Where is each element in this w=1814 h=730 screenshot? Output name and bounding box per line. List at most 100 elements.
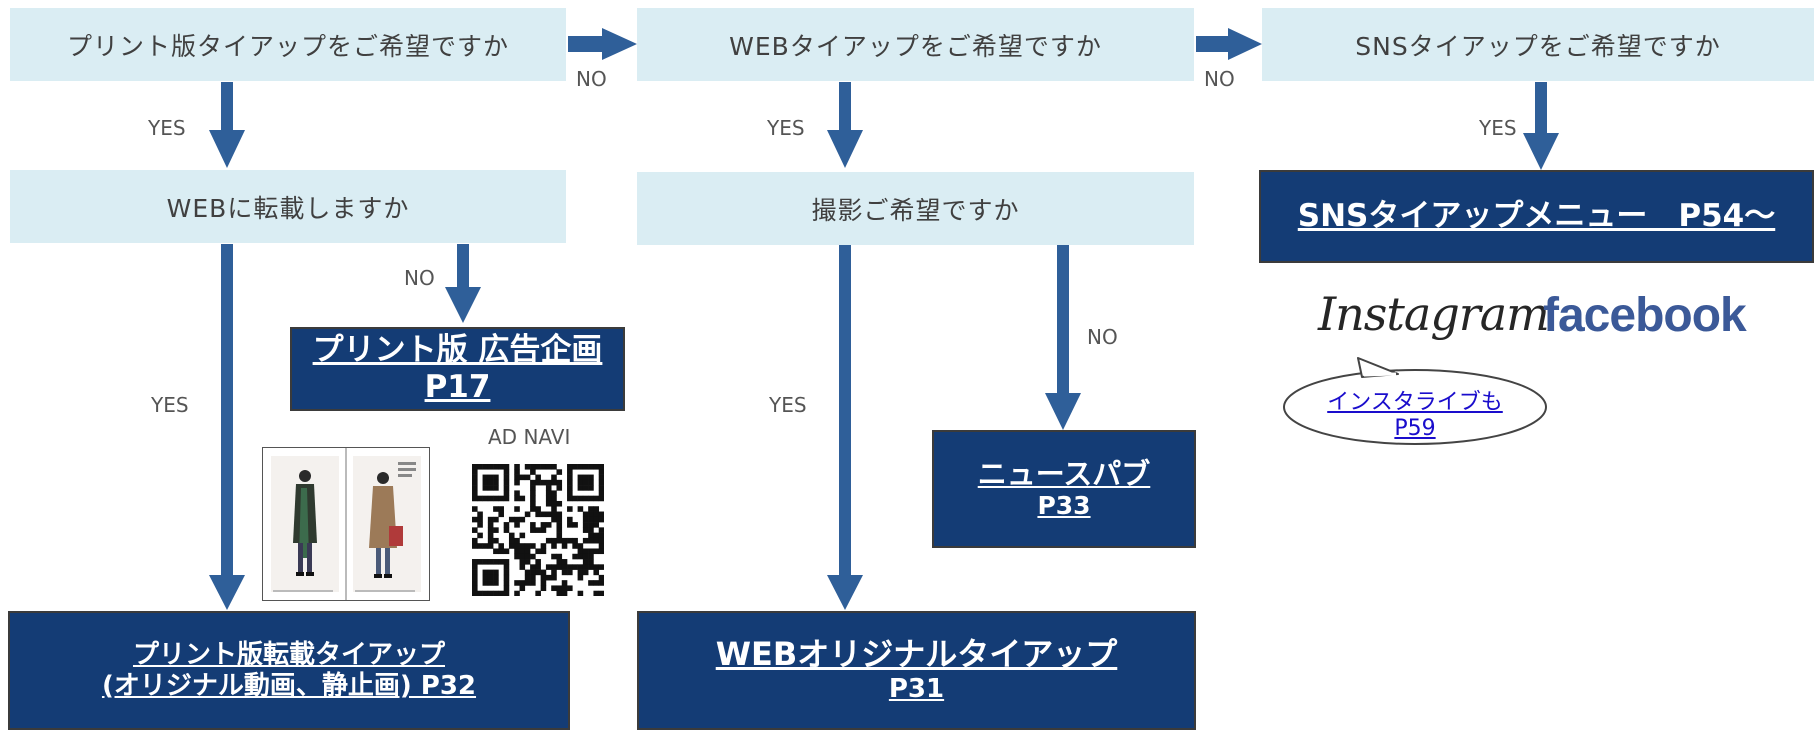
qr-module (556, 553, 563, 560)
qr-module (503, 548, 510, 555)
qr-module (540, 527, 547, 533)
qr-module (545, 564, 552, 570)
qr-module (503, 569, 510, 576)
qr-module (487, 474, 494, 481)
qr-module (514, 553, 520, 560)
qr-module (588, 474, 594, 481)
qr-module (472, 490, 478, 496)
qr-module (493, 559, 499, 565)
question-print: プリント版タイアップをご希望ですか (10, 8, 566, 81)
qr-module (561, 564, 568, 570)
qr-module (556, 527, 563, 533)
qr-module (535, 559, 541, 565)
qr-module (545, 485, 552, 491)
qr-module (472, 559, 478, 565)
qr-module (567, 585, 573, 592)
qr-module (472, 537, 478, 544)
qr-module (582, 527, 589, 533)
qr-module (540, 464, 547, 470)
label-yes-print: YES (148, 116, 186, 140)
qr-module (577, 506, 584, 512)
result-print-repost[interactable]: プリント版転載タイアップ (オリジナル動画、静止画) P32 (8, 611, 570, 730)
qr-module (493, 495, 499, 502)
result-sns-menu[interactable]: SNSタイアップメニュー P54〜 (1259, 170, 1814, 263)
qr-module (551, 495, 557, 502)
qr-module (598, 490, 604, 496)
qr-module (551, 585, 557, 592)
qr-module (556, 564, 563, 570)
qr-module (582, 479, 589, 486)
qr-module (508, 516, 515, 523)
qr-module (487, 537, 494, 544)
bubble-insta-live-link[interactable]: インスタライブも P59 (1295, 390, 1535, 443)
qr-module (493, 527, 499, 533)
qr-module (477, 559, 483, 565)
facebook-logo-text: facebook (1543, 289, 1747, 342)
qr-module (567, 469, 573, 475)
qr-module (514, 590, 520, 596)
qr-module (588, 553, 594, 560)
qr-module (567, 564, 573, 570)
qr-module (503, 527, 510, 533)
qr-module (593, 564, 600, 570)
qr-module (551, 564, 557, 570)
qr-module (472, 569, 478, 576)
qr-module (493, 464, 499, 470)
qr-module (493, 590, 499, 596)
qr-module (530, 485, 536, 491)
qr-module (493, 574, 499, 581)
qr-module (530, 553, 536, 560)
qr-module (556, 522, 563, 528)
qr-module (530, 479, 536, 486)
qr-module (503, 495, 510, 502)
qr-module (598, 479, 604, 486)
qr-module (472, 543, 478, 549)
result-print-ad[interactable]: プリント版 広告企画 P17 (290, 327, 625, 411)
qr-module (493, 506, 499, 512)
result-sns-menu-title: SNSタイアップメニュー P54〜 (1297, 198, 1776, 235)
qr-module (540, 511, 547, 518)
qr-module (503, 474, 510, 481)
question-shoot: 撮影ご希望ですか (637, 172, 1194, 245)
qr-module (588, 580, 594, 586)
qr-module (503, 479, 510, 486)
qr-module (556, 516, 563, 523)
qr-code-icon[interactable] (472, 464, 604, 596)
qr-module (482, 574, 489, 581)
qr-module (567, 537, 573, 544)
qr-module (535, 474, 541, 481)
qr-module (524, 511, 531, 518)
result-news-pub[interactable]: ニュースパブ P33 (932, 430, 1196, 548)
qr-module (524, 474, 531, 481)
qr-module (561, 580, 568, 586)
qr-module (598, 532, 604, 539)
qr-module (514, 516, 520, 523)
qr-module (577, 485, 584, 491)
qr-module (598, 574, 604, 581)
qr-module (582, 516, 589, 523)
qr-module (472, 564, 478, 570)
speech-bubble (1283, 357, 1547, 445)
question-web-repost: WEBに転載しますか (10, 170, 566, 243)
qr-module (588, 485, 594, 491)
qr-module (551, 553, 557, 560)
qr-module (472, 506, 478, 512)
qr-module (493, 580, 499, 586)
qr-module (598, 548, 604, 555)
qr-module (477, 543, 483, 549)
qr-module (482, 464, 489, 470)
qr-module (540, 585, 547, 592)
qr-module (556, 479, 563, 486)
qr-module (556, 469, 563, 475)
qr-module (482, 559, 489, 565)
qr-module (519, 474, 526, 481)
qr-module (593, 464, 600, 470)
qr-module (582, 522, 589, 528)
result-web-original[interactable]: WEBオリジナルタイアップ P31 (637, 611, 1196, 730)
arrow-shoot-no (1045, 244, 1081, 430)
qr-module (572, 495, 578, 502)
qr-module (487, 559, 494, 565)
qr-module (540, 522, 547, 528)
qr-module (503, 585, 510, 592)
qr-module (593, 537, 600, 544)
